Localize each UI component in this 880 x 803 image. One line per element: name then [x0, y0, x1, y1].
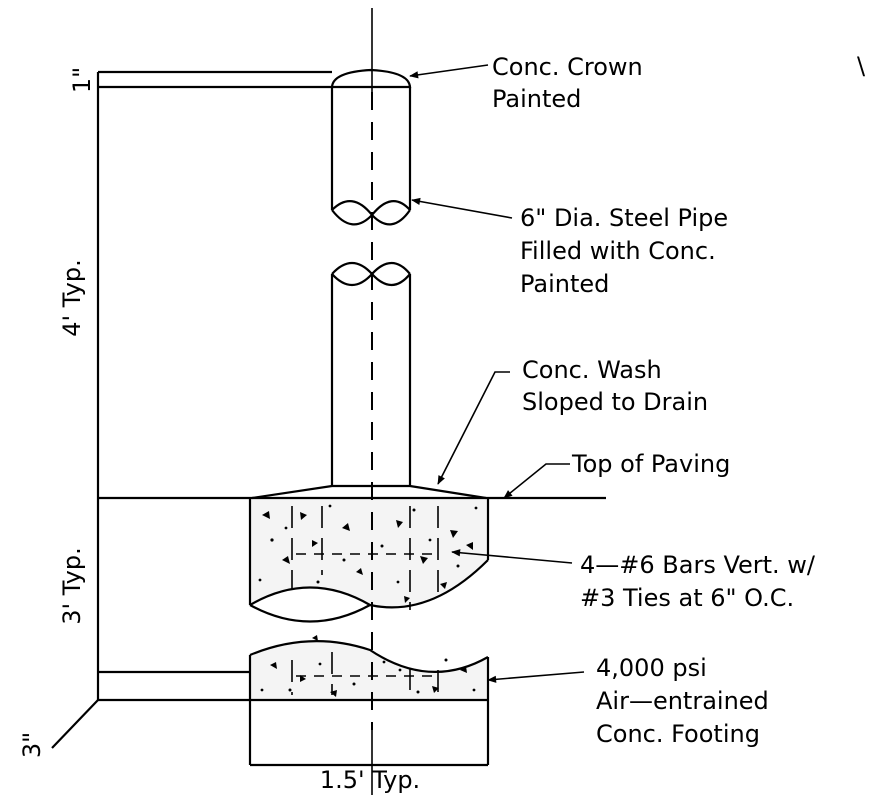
label-sloped-to-drain: Sloped to Drain — [522, 388, 708, 416]
dim-crown-height: 1" — [68, 67, 96, 93]
dim-above-grade: 4' Typ. — [58, 259, 86, 336]
callout-labels: Conc. Crown Painted 6" Dia. Steel Pipe F… — [492, 53, 816, 748]
label-steel-pipe: 6" Dia. Steel Pipe — [520, 204, 728, 232]
label-pipe-painted: Painted — [520, 270, 609, 298]
label-top-of-paving: Top of Paving — [571, 450, 730, 478]
label-conc-wash: Conc. Wash — [522, 356, 662, 384]
dim-width: 1.5' Typ. — [320, 766, 420, 794]
label-ties: #3 Ties at 6" O.C. — [580, 584, 794, 612]
concrete-footing-fill — [250, 498, 488, 700]
rebar-lines — [291, 506, 440, 695]
dim-footing-offset: 3" — [18, 732, 46, 758]
dimension-labels: 1" 4' Typ. 3' Typ. 3" 1.5' Typ. — [18, 67, 420, 794]
leader-lines — [409, 64, 585, 683]
label-filled-with-conc: Filled with Conc. — [520, 237, 716, 265]
label-crown-painted: Painted — [492, 85, 581, 113]
footing-outline — [248, 498, 490, 767]
corner-mark: \ — [857, 52, 866, 80]
dim-below-grade: 3' Typ. — [58, 547, 86, 624]
concrete-wash — [251, 484, 487, 500]
label-air-entrained: Air—entrained — [596, 687, 769, 715]
label-conc-footing: Conc. Footing — [596, 720, 760, 748]
dimension-lines — [51, 70, 332, 749]
label-psi: 4,000 psi — [596, 654, 707, 682]
label-bars-vert: 4—#6 Bars Vert. w/ — [580, 551, 816, 579]
concrete-crown — [330, 68, 412, 89]
label-conc-crown: Conc. Crown — [492, 53, 643, 81]
